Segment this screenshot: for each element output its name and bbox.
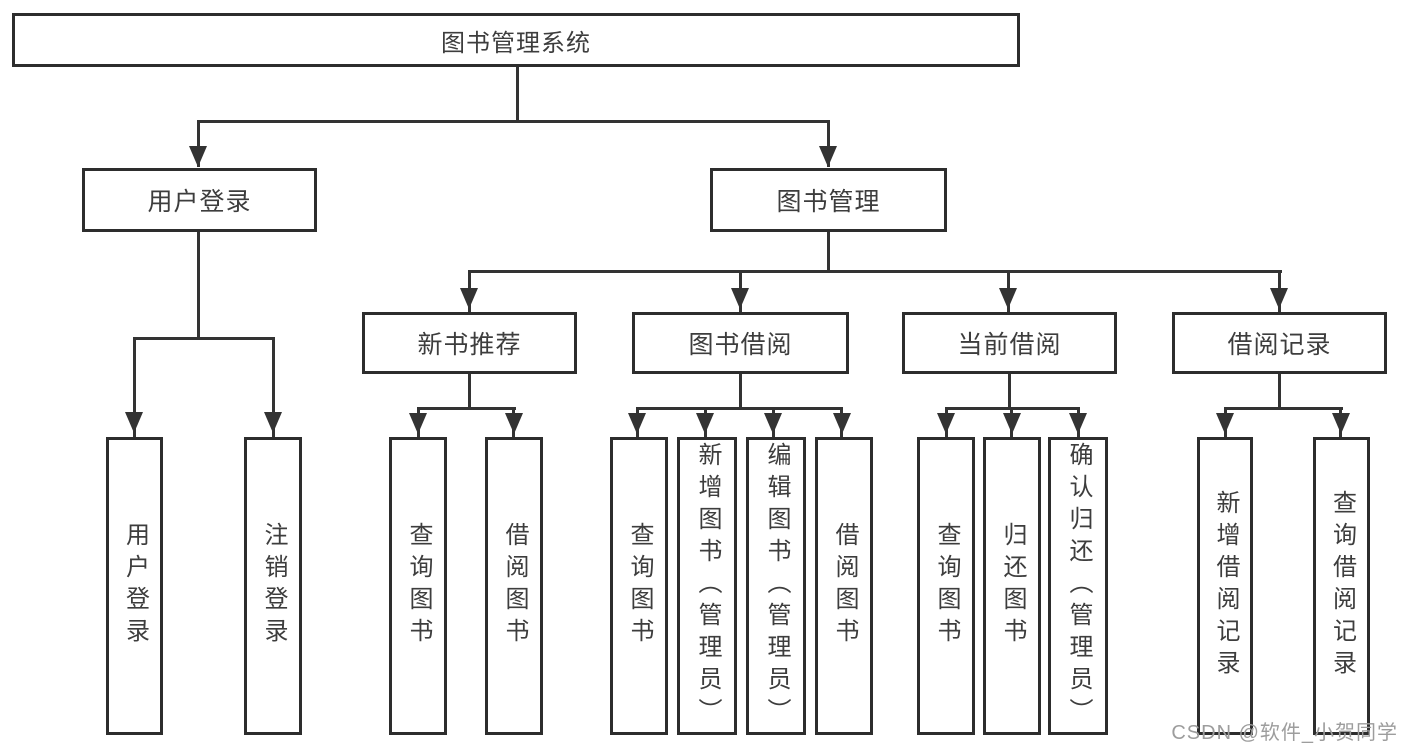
arrow-down-icon — [696, 413, 714, 434]
node-root: 图书管理系统 — [12, 13, 1020, 67]
connector-level3-hline — [468, 270, 1282, 273]
node-borrow-records: 借阅记录 — [1172, 312, 1387, 374]
connector-shaft — [197, 120, 200, 167]
arrow-down-icon — [1216, 413, 1234, 434]
arrow-down-icon — [764, 413, 782, 434]
node-book-borrow: 图书借阅 — [632, 312, 849, 374]
connector-level2-hline — [197, 120, 830, 123]
arrow-down-icon — [409, 413, 427, 434]
arrow-down-icon — [1069, 413, 1087, 434]
node-logout: 注销登录 — [244, 437, 302, 735]
arrow-down-icon — [505, 413, 523, 434]
node-return-books: 归还图书 — [983, 437, 1041, 735]
connector-records-hline — [1224, 407, 1343, 410]
node-edit-book-admin: 编辑图书（管理员） — [746, 437, 806, 735]
arrow-down-icon — [125, 412, 143, 433]
connector-records-stub — [1278, 374, 1281, 407]
node-borrow-books-recommend: 借阅图书 — [485, 437, 543, 735]
arrow-down-icon — [264, 412, 282, 433]
arrow-down-icon — [819, 146, 837, 167]
connector-current-stub — [1008, 374, 1011, 407]
connector-shaft — [133, 337, 136, 437]
arrow-down-icon — [1332, 413, 1350, 434]
node-confirm-return-admin: 确认归还（管理员） — [1048, 437, 1108, 735]
connector-shaft — [272, 337, 275, 437]
node-login: 用户登录 — [106, 437, 163, 735]
connector-borrow-stub — [739, 374, 742, 407]
connector-user-login-hline — [133, 337, 275, 340]
arrow-down-icon — [628, 413, 646, 434]
node-borrow-books: 借阅图书 — [815, 437, 873, 735]
arrow-down-icon — [460, 288, 478, 309]
node-add-borrow-record: 新增借阅记录 — [1197, 437, 1253, 735]
node-book-management: 图书管理 — [710, 168, 947, 232]
arrow-down-icon — [999, 288, 1017, 309]
connector-root-stub — [516, 67, 519, 120]
arrow-down-icon — [731, 288, 749, 309]
node-current-borrow: 当前借阅 — [902, 312, 1117, 374]
connector-shaft — [827, 120, 830, 167]
arrow-down-icon — [1270, 288, 1288, 309]
connector-recommend-stub — [468, 374, 471, 407]
node-query-books-current: 查询图书 — [917, 437, 975, 735]
csdn-watermark: CSDN @软件_小贺同学 — [1171, 722, 1398, 744]
node-add-book-admin: 新增图书（管理员） — [677, 437, 737, 735]
node-query-borrow-record: 查询借阅记录 — [1313, 437, 1370, 735]
connector-recommend-hline — [417, 407, 516, 410]
node-query-books-recommend: 查询图书 — [389, 437, 447, 735]
arrow-down-icon — [833, 413, 851, 434]
node-query-books-borrow: 查询图书 — [610, 437, 668, 735]
node-user-login: 用户登录 — [82, 168, 317, 232]
node-new-book-recommend: 新书推荐 — [362, 312, 577, 374]
connector-user-login-stub — [197, 232, 200, 337]
arrow-down-icon — [189, 146, 207, 167]
arrow-down-icon — [1003, 413, 1021, 434]
connector-book-mgmt-stub — [827, 232, 830, 270]
arrow-down-icon — [937, 413, 955, 434]
connector-borrow-hline — [636, 407, 843, 410]
